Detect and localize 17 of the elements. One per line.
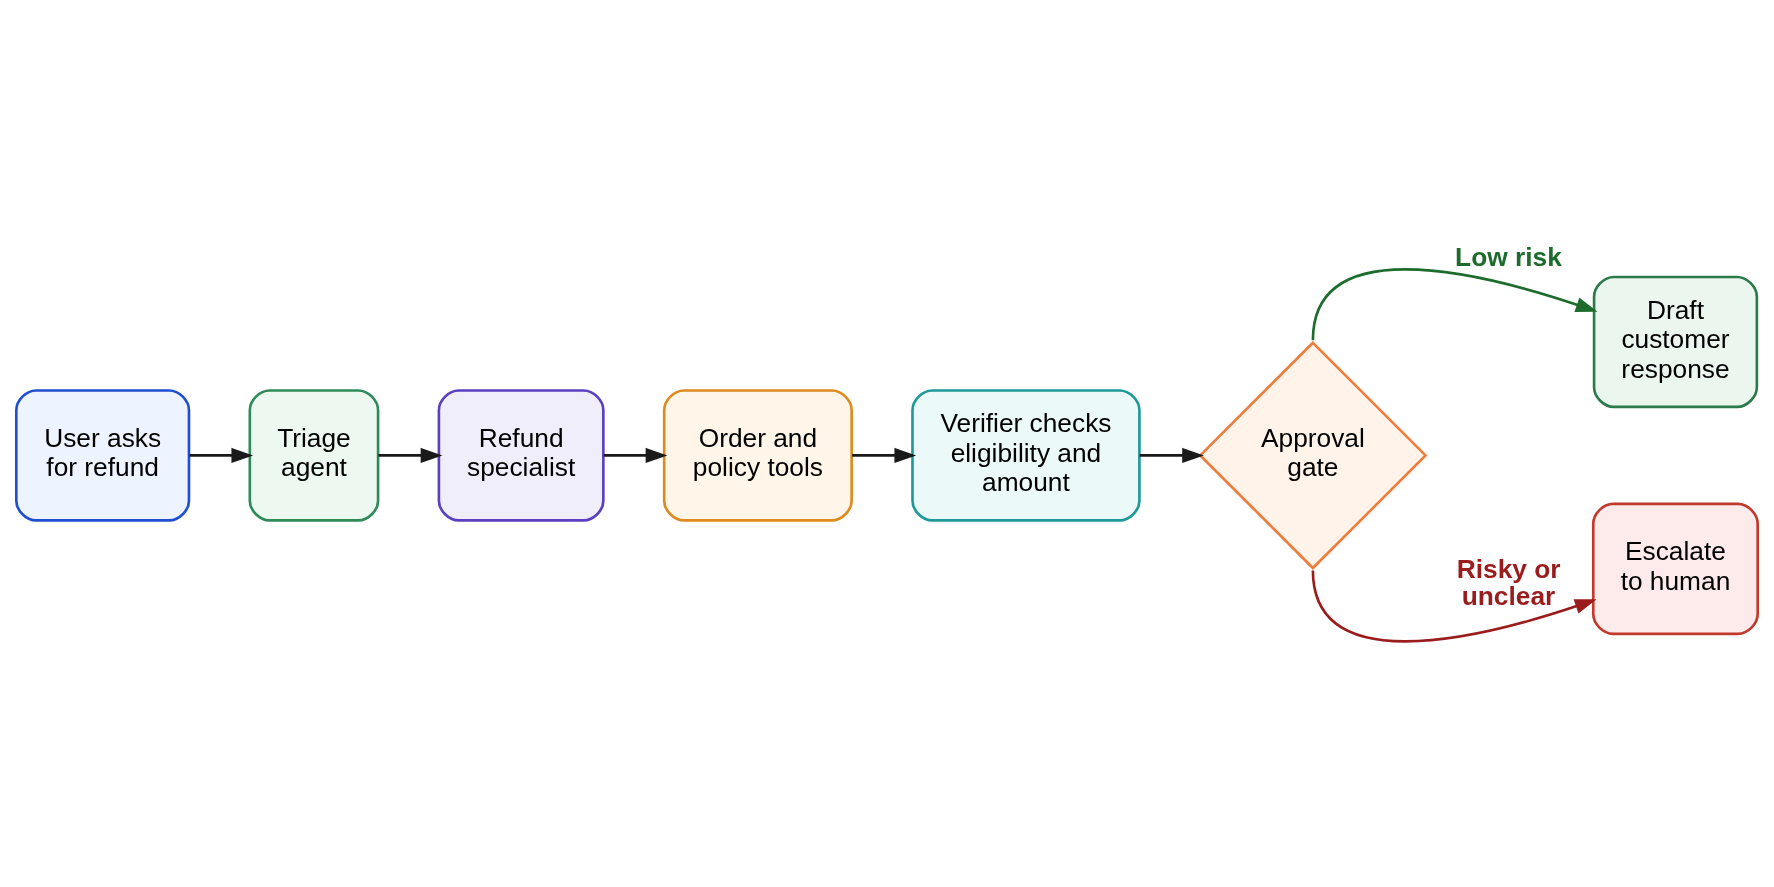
node-box: Triage agent bbox=[248, 388, 380, 522]
arrow bbox=[1311, 267, 1598, 340]
arrow bbox=[1139, 447, 1204, 463]
edge-label: Low risk bbox=[1455, 241, 1562, 272]
arrow bbox=[189, 447, 254, 463]
node-box: User asks for refund bbox=[15, 388, 191, 522]
node-box: Escalate to human bbox=[1591, 502, 1759, 635]
arrow bbox=[378, 447, 443, 463]
node-diamond: Approval gate bbox=[1198, 340, 1428, 570]
node-box: Refund specialist bbox=[437, 388, 605, 522]
node-box: Order and policy tools bbox=[662, 388, 853, 522]
arrow bbox=[1311, 569, 1597, 643]
node-box: Draft customer response bbox=[1592, 275, 1759, 408]
node-box: Verifier checks eligibility and amount bbox=[911, 388, 1141, 522]
edge-label: Risky or unclear bbox=[1456, 553, 1561, 611]
arrow bbox=[603, 447, 668, 463]
arrow bbox=[852, 447, 917, 463]
